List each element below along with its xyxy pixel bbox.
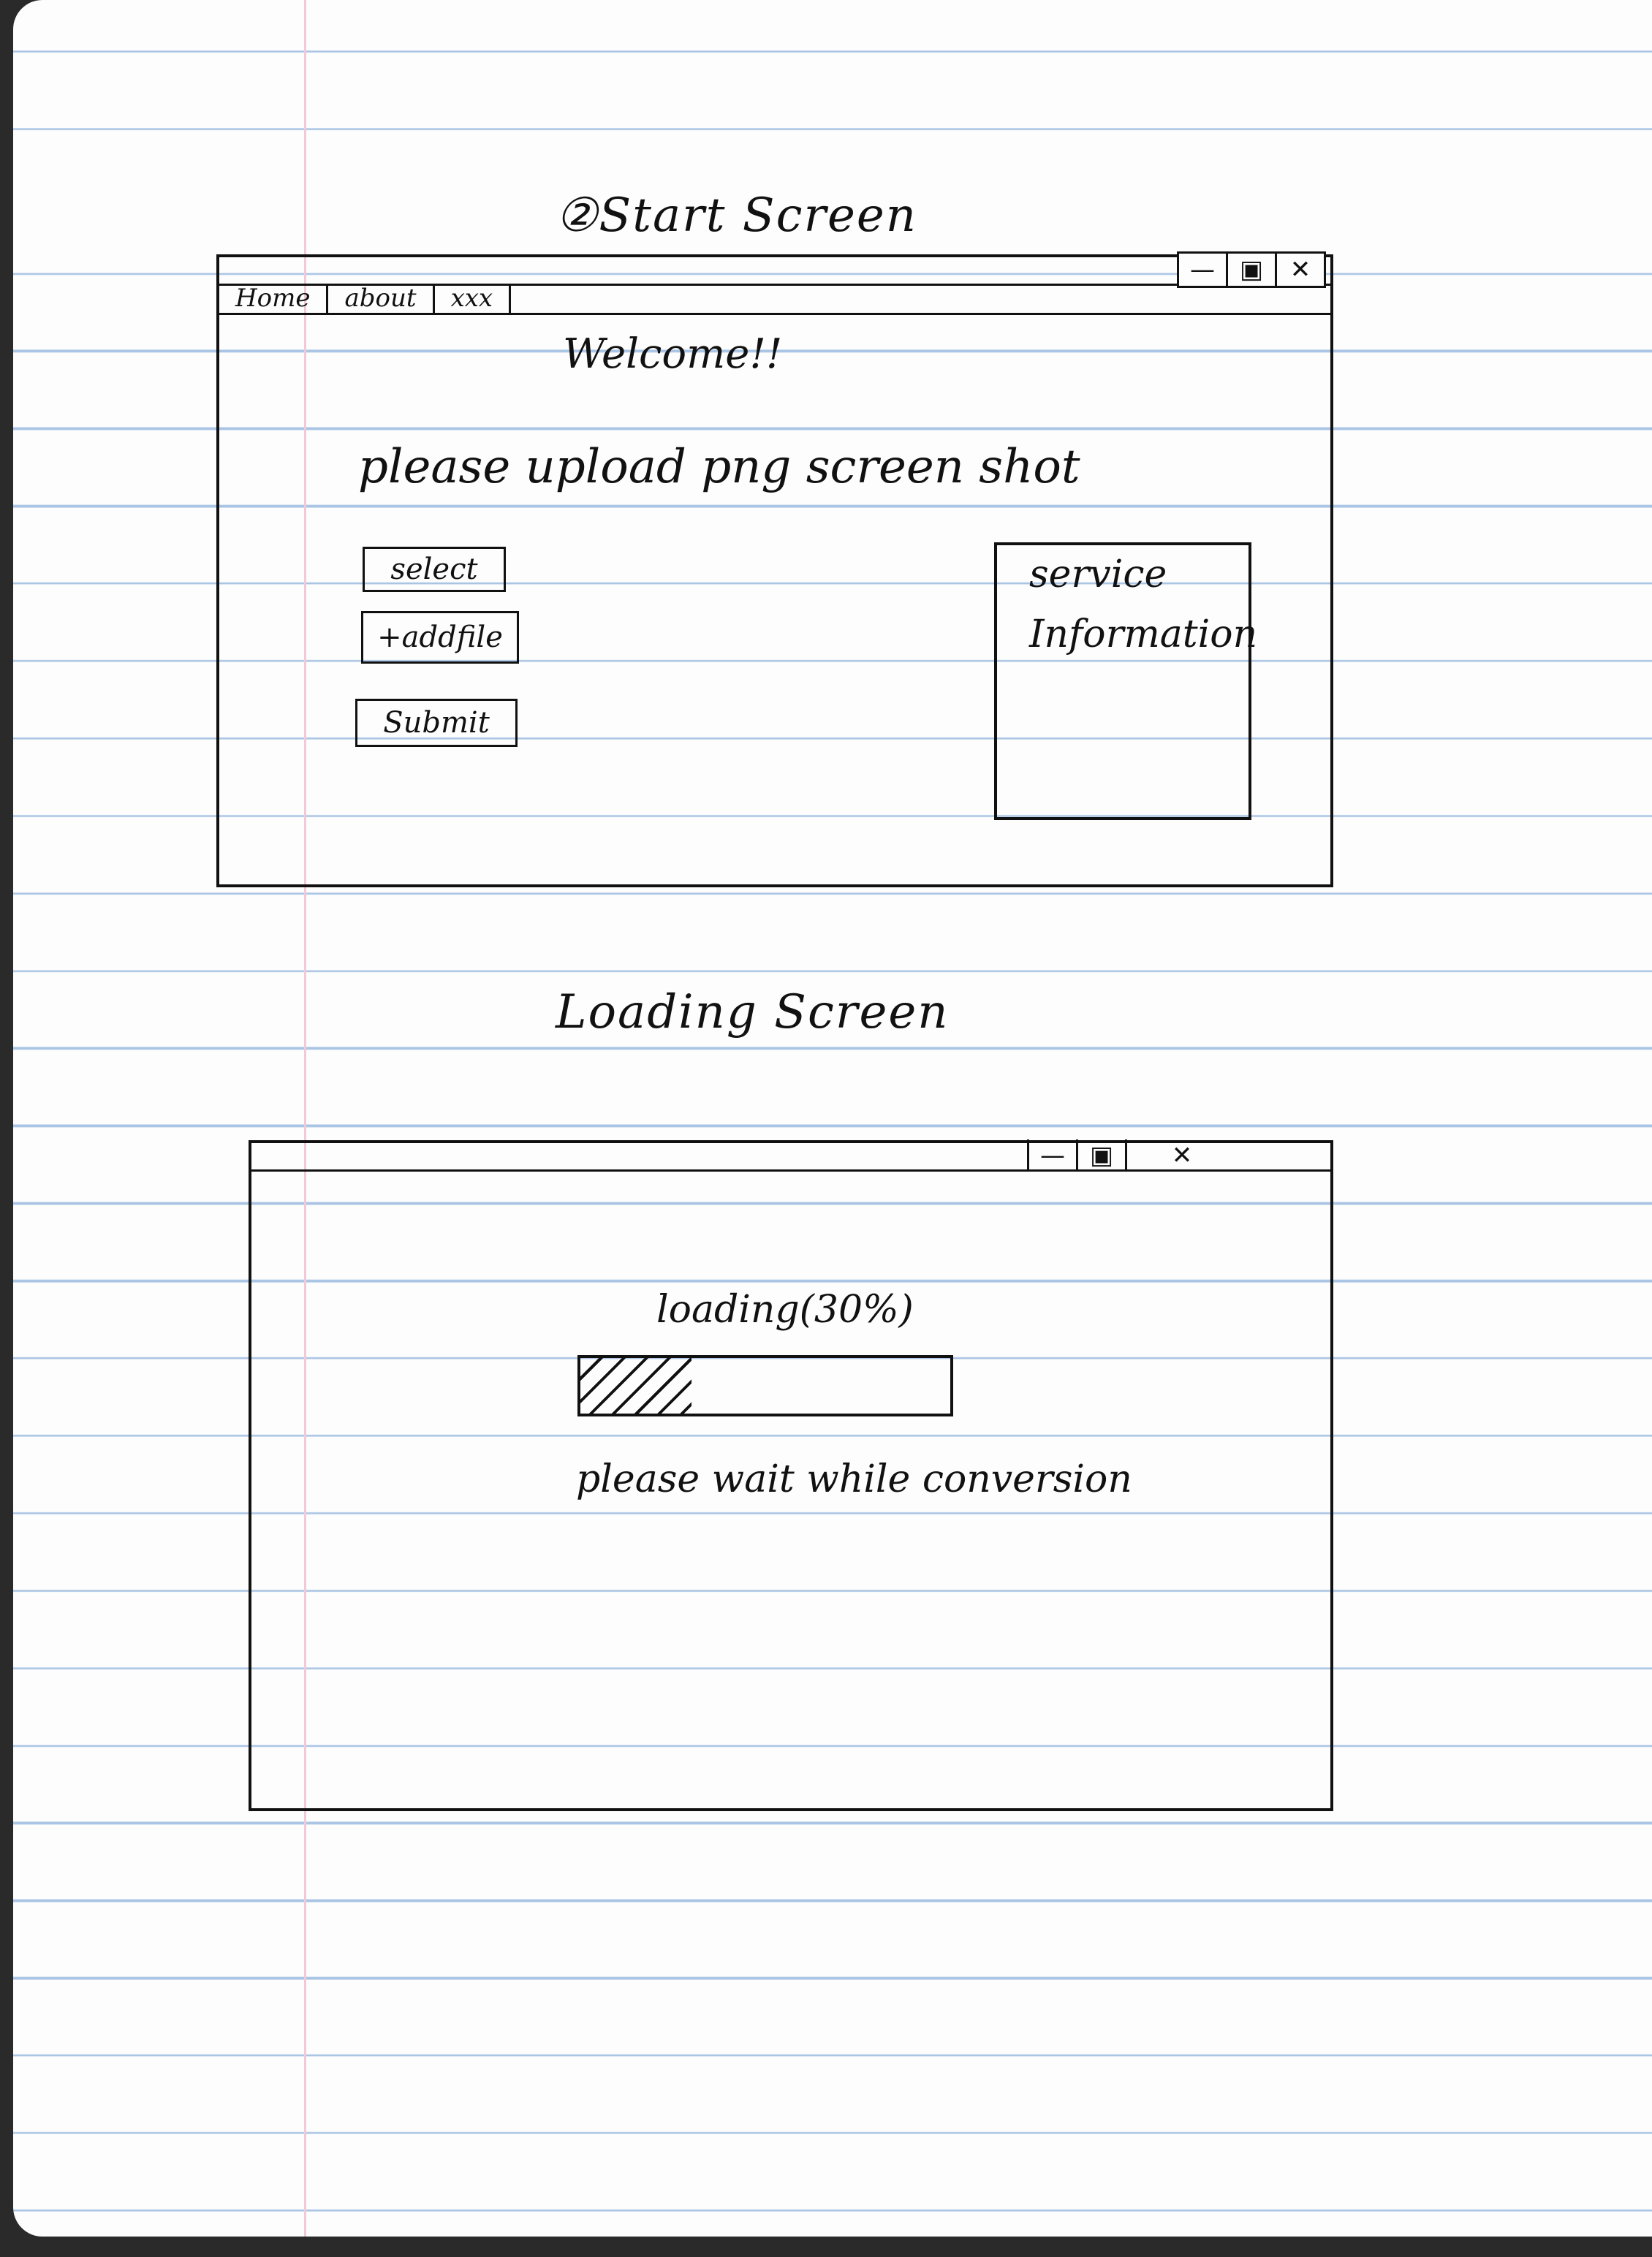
maximize-icon[interactable]: ▣ bbox=[1078, 1139, 1127, 1172]
add-file-button[interactable]: +addfile bbox=[361, 611, 519, 664]
close-icon[interactable]: ✕ bbox=[1289, 255, 1311, 284]
title-bar bbox=[251, 1143, 1330, 1172]
progress-bar bbox=[577, 1355, 953, 1416]
maximize-icon[interactable]: ▣ bbox=[1228, 254, 1277, 286]
select-button[interactable]: select bbox=[363, 547, 506, 592]
start-screen-heading: ②Start Screen bbox=[556, 189, 917, 243]
information-label: Information bbox=[1029, 612, 1258, 656]
menu-item-home[interactable]: Home bbox=[219, 284, 329, 313]
service-label: service bbox=[1029, 553, 1167, 596]
minimize-icon[interactable]: — bbox=[1179, 254, 1228, 286]
progress-fill bbox=[580, 1358, 692, 1414]
notebook-page: ②Start Screen — ▣ ✕ Home about xxx Welco… bbox=[13, 0, 1652, 2237]
wait-message: please wait while conversion bbox=[576, 1457, 1132, 1501]
menu-item-xxx[interactable]: xxx bbox=[435, 284, 512, 313]
loading-status: loading(30%) bbox=[656, 1288, 914, 1332]
window-controls: — ▣ ✕ bbox=[1177, 251, 1326, 288]
service-information-panel: service Information bbox=[994, 542, 1257, 820]
loading-window: — ▣ ✕ loading(30%) please wait while con… bbox=[249, 1137, 1333, 1811]
loading-screen-heading: Loading Screen bbox=[556, 985, 950, 1039]
welcome-text: Welcome!! bbox=[563, 330, 783, 378]
minimize-icon[interactable]: — bbox=[1027, 1139, 1078, 1172]
close-icon[interactable]: ✕ bbox=[1171, 1141, 1193, 1170]
submit-button[interactable]: Submit bbox=[355, 699, 518, 747]
menu-bar: Home about xxx bbox=[219, 284, 1330, 315]
start-window: — ▣ ✕ Home about xxx Welcome!! please up… bbox=[216, 251, 1333, 887]
upload-instruction: please upload png screen shot bbox=[358, 440, 1080, 494]
menu-item-about[interactable]: about bbox=[328, 284, 435, 313]
window-controls: — ▣ ✕ bbox=[1025, 1137, 1239, 1174]
title-bar bbox=[219, 257, 1330, 286]
